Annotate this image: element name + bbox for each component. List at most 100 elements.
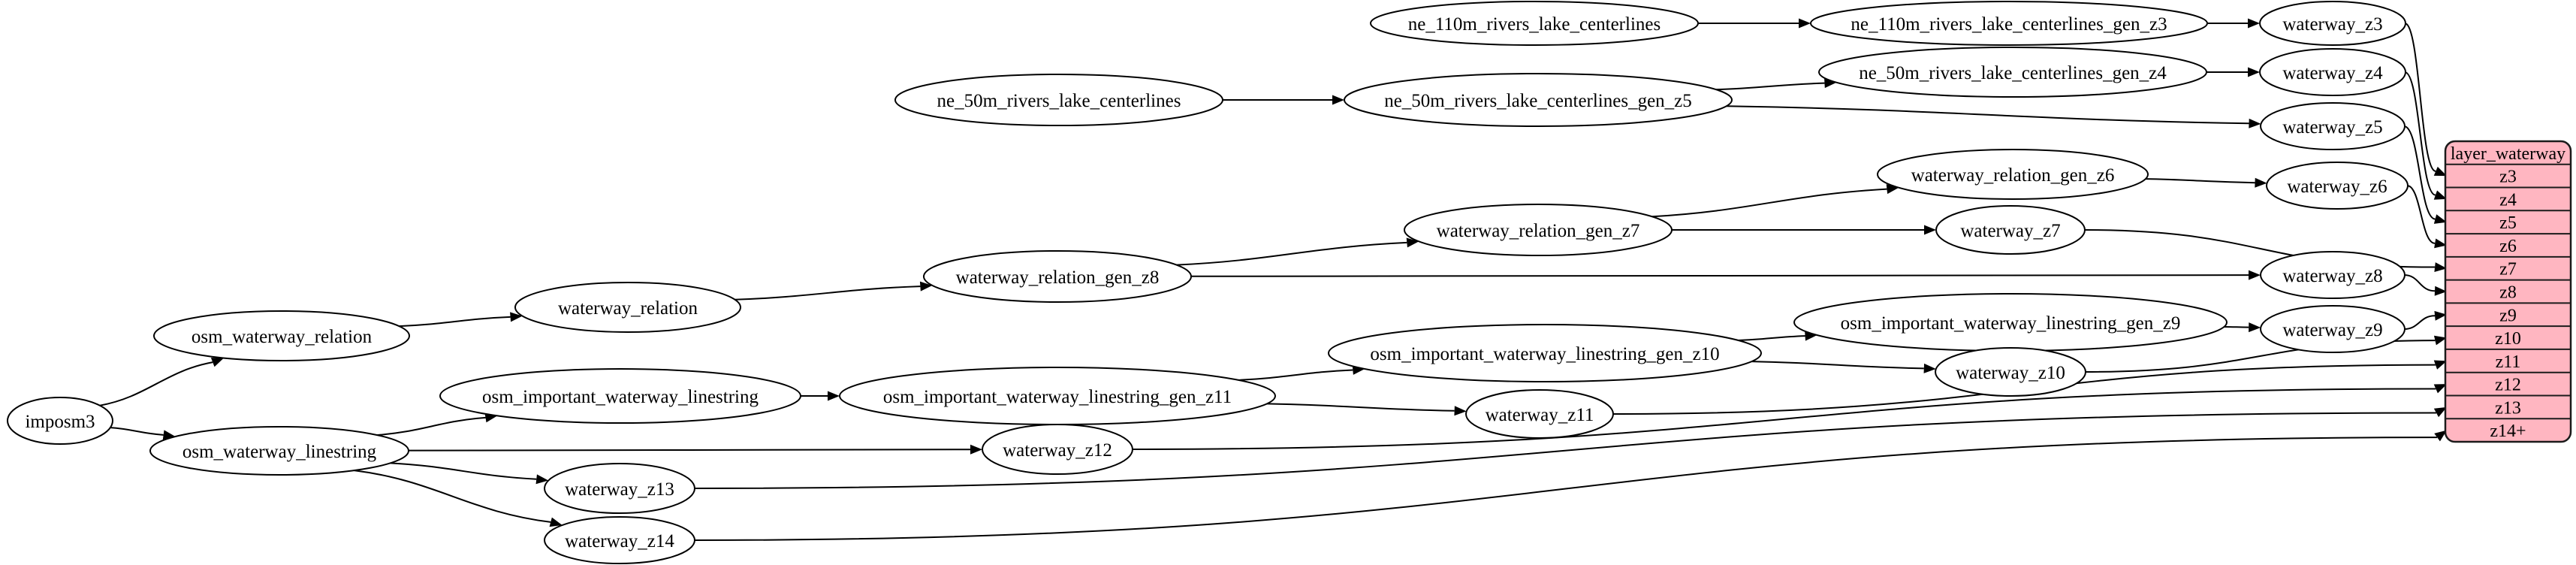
edge-waterway_z3-to-layer-waterway-z3 bbox=[2404, 23, 2447, 177]
edge-waterway_z6-to-layer-waterway-z6-line bbox=[2406, 185, 2436, 244]
node-waterway_z14: waterway_z14 bbox=[544, 516, 695, 564]
edge-waterway_z9-to-layer-waterway-z9 bbox=[2403, 310, 2447, 330]
node-osm_important_waterway_linestring_gen_z10-ellipse bbox=[1328, 324, 1762, 382]
edge-waterway_relation_gen_z8-to-waterway_z8 bbox=[1190, 270, 2261, 280]
edge-waterway_relation_gen_z7-to-waterway_relation_gen_z6-arrowhead bbox=[1886, 184, 1899, 195]
edge-osm_waterway_linestring-to-waterway_z13-line bbox=[390, 462, 537, 480]
edge-osm_waterway_linestring-to-waterway_z12-arrowhead bbox=[970, 444, 983, 455]
node-waterway_z8-label: waterway_z8 bbox=[2282, 266, 2382, 286]
node-waterway_z4: waterway_z4 bbox=[2259, 48, 2406, 96]
edge-imposm3-to-osm_waterway_relation bbox=[99, 358, 225, 406]
edge-osm_waterway_relation-to-waterway_relation-line bbox=[399, 316, 511, 328]
node-osm_waterway_relation-label: osm_waterway_relation bbox=[192, 327, 373, 347]
edge-imposm3-to-osm_waterway_relation-arrowhead bbox=[210, 358, 225, 367]
edge-osm_waterway_linestring-to-waterway_z14-line bbox=[354, 470, 551, 523]
node-waterway_z6-label: waterway_z6 bbox=[2287, 177, 2387, 197]
edge-osm_waterway_linestring-to-osm_important_waterway_linestring-line bbox=[377, 416, 486, 437]
edge-waterway_relation-to-waterway_relation_gen_z8-arrowhead bbox=[919, 281, 933, 292]
edge-waterway_z14-to-layer-waterway-z14+-arrowhead bbox=[2434, 430, 2447, 442]
edge-waterway_z10-to-layer-waterway-z10-arrowhead bbox=[2433, 335, 2447, 346]
edge-ne_50m_rivers_lake_centerlines_gen_z5-to-waterway_z5 bbox=[1726, 105, 2261, 128]
node-ne_50m_rivers_lake_centerlines_gen_z5: ne_50m_rivers_lake_centerlines_gen_z5 bbox=[1344, 73, 1733, 127]
node-waterway_z5-label: waterway_z5 bbox=[2282, 117, 2382, 137]
node-waterway_z10-label: waterway_z10 bbox=[1956, 363, 2065, 383]
node-waterway_relation: waterway_relation bbox=[514, 282, 741, 333]
node-waterway_z11-label: waterway_z11 bbox=[1486, 405, 1594, 425]
record-row-z6: z6 bbox=[2499, 237, 2517, 256]
edge-waterway_z6-to-layer-waterway-z6-arrowhead bbox=[2434, 238, 2447, 249]
node-waterway_z7: waterway_z7 bbox=[1935, 205, 2086, 255]
edge-waterway_relation_gen_z7-to-waterway_z7-arrowhead bbox=[1924, 225, 1936, 235]
record-outline bbox=[2444, 140, 2572, 443]
edge-waterway_relation_gen_z8-to-waterway_relation_gen_z7-arrowhead bbox=[1406, 237, 1419, 248]
node-waterway_relation_gen_z8: waterway_relation_gen_z8 bbox=[923, 250, 1192, 303]
node-waterway_relation_gen_z8-ellipse bbox=[923, 250, 1192, 303]
node-waterway_z13: waterway_z13 bbox=[544, 463, 695, 514]
node-waterway_z11-ellipse bbox=[1465, 389, 1614, 439]
edge-osm_important_waterway_linestring_gen_z10-to-waterway_z10 bbox=[1751, 361, 1936, 373]
edge-osm_waterway_linestring-to-waterway_z12 bbox=[408, 444, 983, 455]
node-waterway_z14-ellipse bbox=[544, 516, 695, 564]
edge-osm_important_waterway_linestring_gen_z10-to-osm_important_waterway_linestring_gen_z9 bbox=[1738, 331, 1817, 341]
node-waterway_z5-ellipse bbox=[2260, 102, 2406, 150]
edge-osm_important_waterway_linestring_gen_z11-to-waterway_z11-arrowhead bbox=[1454, 406, 1467, 416]
record-row-z9: z9 bbox=[2499, 306, 2517, 325]
node-waterway_relation_gen_z7-ellipse bbox=[1404, 204, 1673, 256]
edge-imposm3-to-osm_waterway_linestring-line bbox=[110, 427, 164, 436]
edge-osm_important_waterway_linestring-to-osm_important_waterway_linestring_gen_z11-arrowhead bbox=[828, 391, 840, 401]
edge-waterway_z12-to-layer-waterway-z12 bbox=[1131, 384, 2447, 450]
node-imposm3-ellipse bbox=[7, 397, 113, 445]
edge-waterway_z13-to-layer-waterway-z13 bbox=[693, 406, 2447, 489]
edge-ne_50m_rivers_lake_centerlines-to-ne_50m_rivers_lake_centerlines_gen_z5-arrowhead bbox=[1332, 95, 1344, 105]
record-row-z7: z7 bbox=[2499, 260, 2517, 279]
edge-imposm3-to-osm_waterway_relation-line bbox=[99, 361, 213, 406]
edge-waterway_z3-to-layer-waterway-z3-arrowhead bbox=[2433, 166, 2447, 177]
node-waterway_z9: waterway_z9 bbox=[2260, 305, 2406, 353]
edge-waterway_relation_gen_z8-to-waterway_relation_gen_z7 bbox=[1176, 237, 1419, 266]
record-row-z14+: z14+ bbox=[2490, 421, 2526, 441]
node-osm_waterway_linestring: osm_waterway_linestring bbox=[149, 426, 409, 476]
edge-osm_waterway_relation-to-waterway_relation-arrowhead bbox=[510, 312, 523, 322]
node-waterway_relation-label: waterway_relation bbox=[558, 298, 698, 319]
edge-ne_110m_rivers_lake_centerlines_gen_z3-to-waterway_z3 bbox=[2207, 18, 2260, 29]
edge-waterway_z6-to-layer-waterway-z6 bbox=[2406, 185, 2447, 249]
edge-ne_110m_rivers_lake_centerlines_gen_z3-to-waterway_z3-arrowhead bbox=[2248, 18, 2260, 29]
edge-waterway_relation_gen_z7-to-waterway_relation_gen_z6-line bbox=[1651, 188, 1887, 218]
edge-waterway_relation_gen_z6-to-waterway_z6 bbox=[2145, 177, 2267, 188]
node-ne_110m_rivers_lake_centerlines_gen_z3: ne_110m_rivers_lake_centerlines_gen_z3 bbox=[1810, 1, 2208, 46]
node-waterway_relation_gen_z6-ellipse bbox=[1877, 149, 2149, 200]
edge-ne_50m_rivers_lake_centerlines_gen_z4-to-waterway_z4-arrowhead bbox=[2248, 67, 2260, 77]
node-waterway_z4-ellipse bbox=[2259, 48, 2406, 96]
node-waterway_z10-ellipse bbox=[1935, 347, 2086, 397]
node-ne_50m_rivers_lake_centerlines: ne_50m_rivers_lake_centerlines bbox=[894, 74, 1223, 126]
node-waterway_z7-ellipse bbox=[1935, 205, 2086, 255]
node-imposm3: imposm3 bbox=[7, 397, 113, 445]
edge-waterway_z4-to-layer-waterway-z4-line bbox=[2404, 71, 2436, 196]
record-header: layer_waterway bbox=[2451, 144, 2565, 164]
node-ne_50m_rivers_lake_centerlines-label: ne_50m_rivers_lake_centerlines bbox=[937, 91, 1181, 111]
node-osm_important_waterway_linestring_gen_z10: osm_important_waterway_linestring_gen_z1… bbox=[1328, 324, 1762, 382]
node-waterway_z6: waterway_z6 bbox=[2266, 162, 2409, 210]
node-ne_110m_rivers_lake_centerlines_gen_z3-label: ne_110m_rivers_lake_centerlines_gen_z3 bbox=[1851, 14, 2167, 35]
node-waterway_relation_gen_z6: waterway_relation_gen_z6 bbox=[1877, 149, 2149, 200]
edge-waterway_z9-to-layer-waterway-z9-line bbox=[2403, 315, 2436, 330]
node-waterway_z4-label: waterway_z4 bbox=[2282, 63, 2383, 83]
edge-waterway_z13-to-layer-waterway-z13-arrowhead bbox=[2433, 406, 2447, 418]
edge-osm_important_waterway_linestring_gen_z11-to-waterway_z11-line bbox=[1266, 403, 1455, 412]
edge-osm_important_waterway_linestring_gen_z9-to-waterway_z9 bbox=[2224, 322, 2261, 333]
edge-osm_important_waterway_linestring-to-osm_important_waterway_linestring_gen_z11 bbox=[801, 391, 840, 401]
node-ne_50m_rivers_lake_centerlines_gen_z4-ellipse bbox=[1818, 47, 2207, 98]
record-row-z3: z3 bbox=[2499, 168, 2517, 187]
node-ne_110m_rivers_lake_centerlines: ne_110m_rivers_lake_centerlines bbox=[1370, 1, 1699, 46]
edge-osm_waterway_linestring-to-waterway_z13-arrowhead bbox=[535, 474, 549, 485]
node-waterway_relation_gen_z7-label: waterway_relation_gen_z7 bbox=[1437, 221, 1640, 241]
edge-waterway_relation_gen_z8-to-waterway_z8-line bbox=[1190, 274, 2249, 277]
node-waterway_z3-label: waterway_z3 bbox=[2282, 14, 2382, 35]
edge-waterway_z8-to-layer-waterway-z8-arrowhead bbox=[2434, 286, 2447, 296]
node-waterway_relation_gen_z7: waterway_relation_gen_z7 bbox=[1404, 204, 1673, 256]
edge-waterway_z4-to-layer-waterway-z4-arrowhead bbox=[2433, 190, 2447, 200]
edge-osm_important_waterway_linestring_gen_z9-to-waterway_z9-arrowhead bbox=[2249, 322, 2261, 333]
node-waterway_z3-ellipse bbox=[2259, 1, 2406, 46]
